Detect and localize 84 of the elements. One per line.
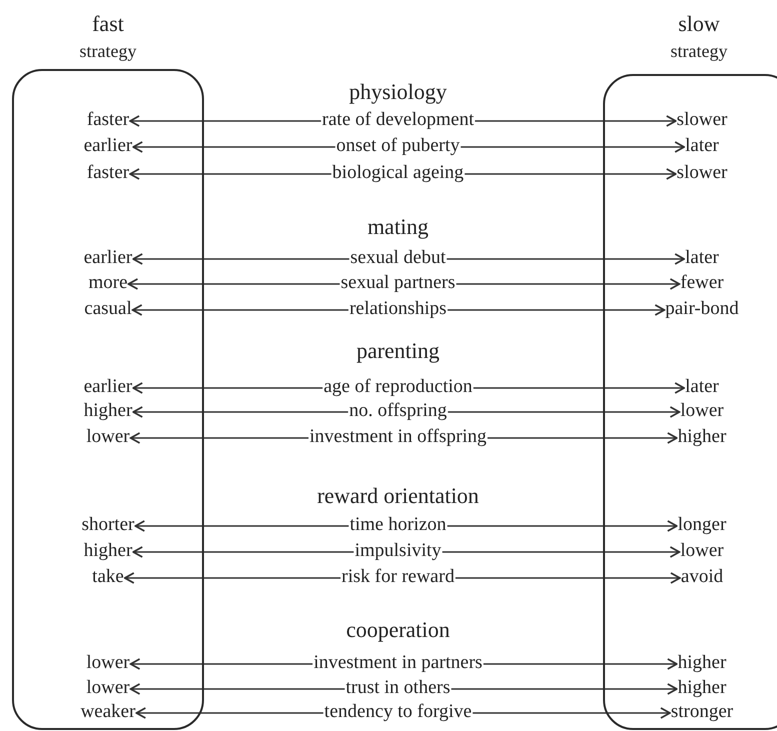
trait-value: take	[92, 566, 124, 588]
trait-value: lower	[86, 677, 130, 699]
arrow	[487, 432, 678, 444]
arrow	[448, 406, 680, 418]
trait-name: biological ageing	[332, 162, 464, 184]
trait-name: onset of puberty	[336, 135, 460, 157]
arrow	[455, 572, 681, 584]
trait-value: slower	[676, 109, 728, 131]
arrow	[132, 546, 354, 558]
trait-value: higher	[678, 677, 726, 699]
arrow	[473, 382, 686, 394]
arrow	[129, 115, 322, 127]
trait-value: slower	[676, 162, 728, 184]
arrow	[130, 683, 345, 695]
trait-value: more	[88, 272, 128, 294]
arrow	[456, 278, 680, 290]
arrow	[472, 707, 671, 719]
trait-name: tendency to forgive	[324, 701, 472, 723]
trait-name: rate of development	[322, 109, 474, 131]
category-heading: parenting	[355, 338, 441, 364]
arrow	[483, 658, 678, 670]
arrow	[447, 520, 678, 532]
trait-value: lower	[680, 540, 724, 562]
column-heading: strategy	[670, 42, 728, 60]
trait-name: sexual partners	[340, 272, 456, 294]
arrow	[446, 253, 686, 265]
category-heading: reward orientation	[316, 483, 480, 509]
trait-value: avoid	[680, 566, 724, 588]
arrow	[460, 141, 686, 153]
trait-value: higher	[84, 400, 132, 422]
category-heading: mating	[366, 214, 430, 240]
trait-value: weaker	[80, 701, 136, 723]
trait-value: shorter	[82, 514, 134, 536]
trait-name: investment in partners	[314, 652, 482, 674]
arrow	[474, 115, 677, 127]
arrow	[130, 658, 313, 670]
arrow	[124, 572, 341, 584]
arrow	[132, 141, 336, 153]
arrow	[132, 382, 323, 394]
trait-value: higher	[678, 652, 726, 674]
trait-value: later	[685, 135, 719, 157]
column-heading: slow	[677, 13, 721, 35]
trait-value: lower	[86, 652, 130, 674]
trait-name: no. offspring	[349, 400, 447, 422]
trait-value: faster	[86, 109, 130, 131]
trait-name: sexual debut	[350, 247, 446, 269]
trait-value: higher	[84, 540, 132, 562]
trait-value: later	[685, 247, 719, 269]
category-heading: cooperation	[345, 617, 451, 643]
trait-name: trust in others	[346, 677, 450, 699]
trait-name: investment in offspring	[310, 426, 486, 448]
arrow	[464, 168, 677, 180]
arrow	[132, 253, 350, 265]
trait-value: earlier	[84, 135, 132, 157]
trait-name: age of reproduction	[324, 376, 472, 398]
trait-name: relationships	[349, 298, 447, 320]
trait-value: pair-bond	[665, 298, 739, 320]
trait-value: later	[685, 376, 719, 398]
trait-value: fewer	[680, 272, 724, 294]
trait-name: impulsivity	[354, 540, 442, 562]
arrow	[134, 520, 349, 532]
trait-value: higher	[678, 426, 726, 448]
arrow	[136, 707, 324, 719]
arrow	[451, 683, 678, 695]
trait-value: longer	[678, 514, 726, 536]
trait-value: earlier	[84, 247, 132, 269]
column-heading: fast	[91, 13, 125, 35]
trait-name: risk for reward	[342, 566, 454, 588]
arrow	[129, 168, 332, 180]
trait-value: stronger	[670, 701, 734, 723]
trait-value: casual	[84, 298, 132, 320]
trait-value: lower	[86, 426, 130, 448]
arrow	[448, 304, 666, 316]
arrow	[130, 432, 309, 444]
trait-value: lower	[680, 400, 724, 422]
arrow	[132, 406, 348, 418]
trait-value: faster	[86, 162, 130, 184]
arrow	[132, 304, 348, 316]
trait-value: earlier	[84, 376, 132, 398]
trait-name: time horizon	[350, 514, 446, 536]
column-heading: strategy	[78, 42, 138, 60]
category-heading: physiology	[348, 79, 448, 105]
arrow	[128, 278, 340, 290]
arrow	[442, 546, 680, 558]
